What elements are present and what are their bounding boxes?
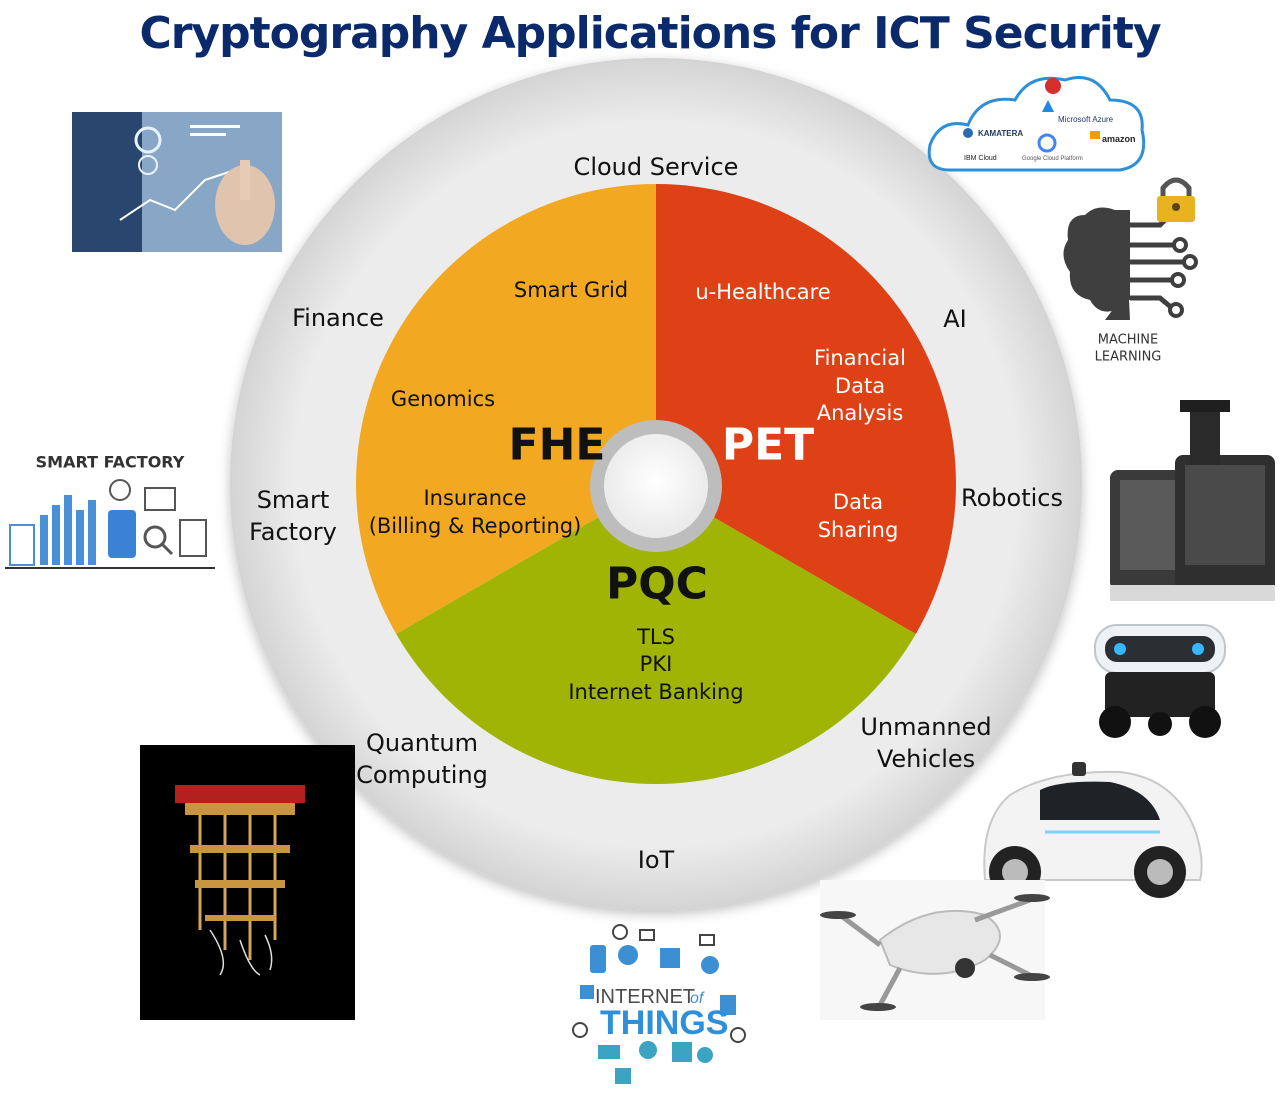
- cloud-logo-azure: Microsoft Azure: [1058, 115, 1114, 124]
- iot-icon-cluster: [572, 924, 746, 1084]
- ring-label-iot: IoT: [637, 846, 675, 874]
- ring-label-unmanned: Unmanned: [860, 713, 992, 741]
- ring-label-robotics: Robotics: [961, 484, 1063, 512]
- pet-item-financial: Financial: [814, 346, 906, 370]
- iot-text-things: THINGS: [600, 1004, 728, 1042]
- pqc-title: PQC: [606, 558, 708, 610]
- ring-label-factory: Factory: [249, 518, 337, 546]
- self-driving-car-image: [983, 762, 1203, 898]
- ring-label-vehicles: Vehicles: [876, 745, 976, 773]
- ring-label-computing: Computing: [356, 761, 488, 789]
- ring-label-finance: Finance: [292, 304, 384, 332]
- fhe-item-insurance: Insurance: [423, 486, 527, 510]
- machine-learning-label-1: MACHINE: [1097, 332, 1159, 348]
- cloud-logo-kamatera: KAMATERA: [978, 129, 1023, 138]
- drone-image: [820, 880, 1050, 1020]
- robotics-image: [1105, 400, 1280, 608]
- pet-sector: [656, 184, 956, 634]
- smart-factory-caption: SMART FACTORY: [35, 452, 185, 472]
- pet-item-data: Data: [834, 374, 886, 398]
- cloud-logo-amazon: amazon: [1102, 134, 1136, 144]
- ring-label-smart: Smart: [256, 486, 330, 514]
- quantum-computer-image: [140, 745, 355, 1020]
- fhe-item-genomics: Genomics: [390, 387, 496, 411]
- cloud-logo-google: Google Cloud Platform: [1022, 156, 1083, 162]
- iot-text-internet: INTERNET: [595, 986, 695, 1008]
- pet-item-analysis: Analysis: [816, 401, 904, 425]
- pqc-sector: [396, 484, 916, 784]
- finance-image: [72, 112, 282, 252]
- pet-item-u-healthcare: u-Healthcare: [695, 280, 831, 304]
- pqc-item-pki: PKI: [639, 652, 673, 676]
- brain-lock-icon: [1063, 177, 1198, 320]
- center-hub: [604, 434, 708, 538]
- fhe-title: FHE: [508, 419, 606, 471]
- pet-item-data-sharing-1: Data: [832, 490, 884, 514]
- diagram-title: Cryptography Applications for ICT Securi…: [139, 8, 1161, 59]
- cloud-logo-ibm: IBM Cloud: [964, 155, 997, 162]
- fhe-item-smart-grid: Smart Grid: [513, 278, 629, 302]
- fhe-item-billing: (Billing & Reporting): [368, 514, 582, 538]
- iot-text-of: of: [690, 990, 705, 1007]
- pet-item-data-sharing-2: Sharing: [817, 518, 899, 542]
- pet-title: PET: [721, 419, 815, 471]
- pqc-item-tls: TLS: [637, 625, 675, 649]
- smart-factory-illustration: [5, 479, 215, 572]
- ring-label-quantum: Quantum: [365, 729, 479, 757]
- pqc-item-internet-banking: Internet Banking: [568, 680, 744, 704]
- delivery-robot-image: [1094, 624, 1226, 738]
- cloud-providers-image: [927, 76, 1146, 172]
- fhe-sector: [356, 184, 656, 634]
- ring-label-ai: AI: [943, 305, 967, 333]
- ring-label-cloud-service: Cloud Service: [573, 153, 739, 181]
- machine-learning-label-2: LEARNING: [1094, 349, 1162, 365]
